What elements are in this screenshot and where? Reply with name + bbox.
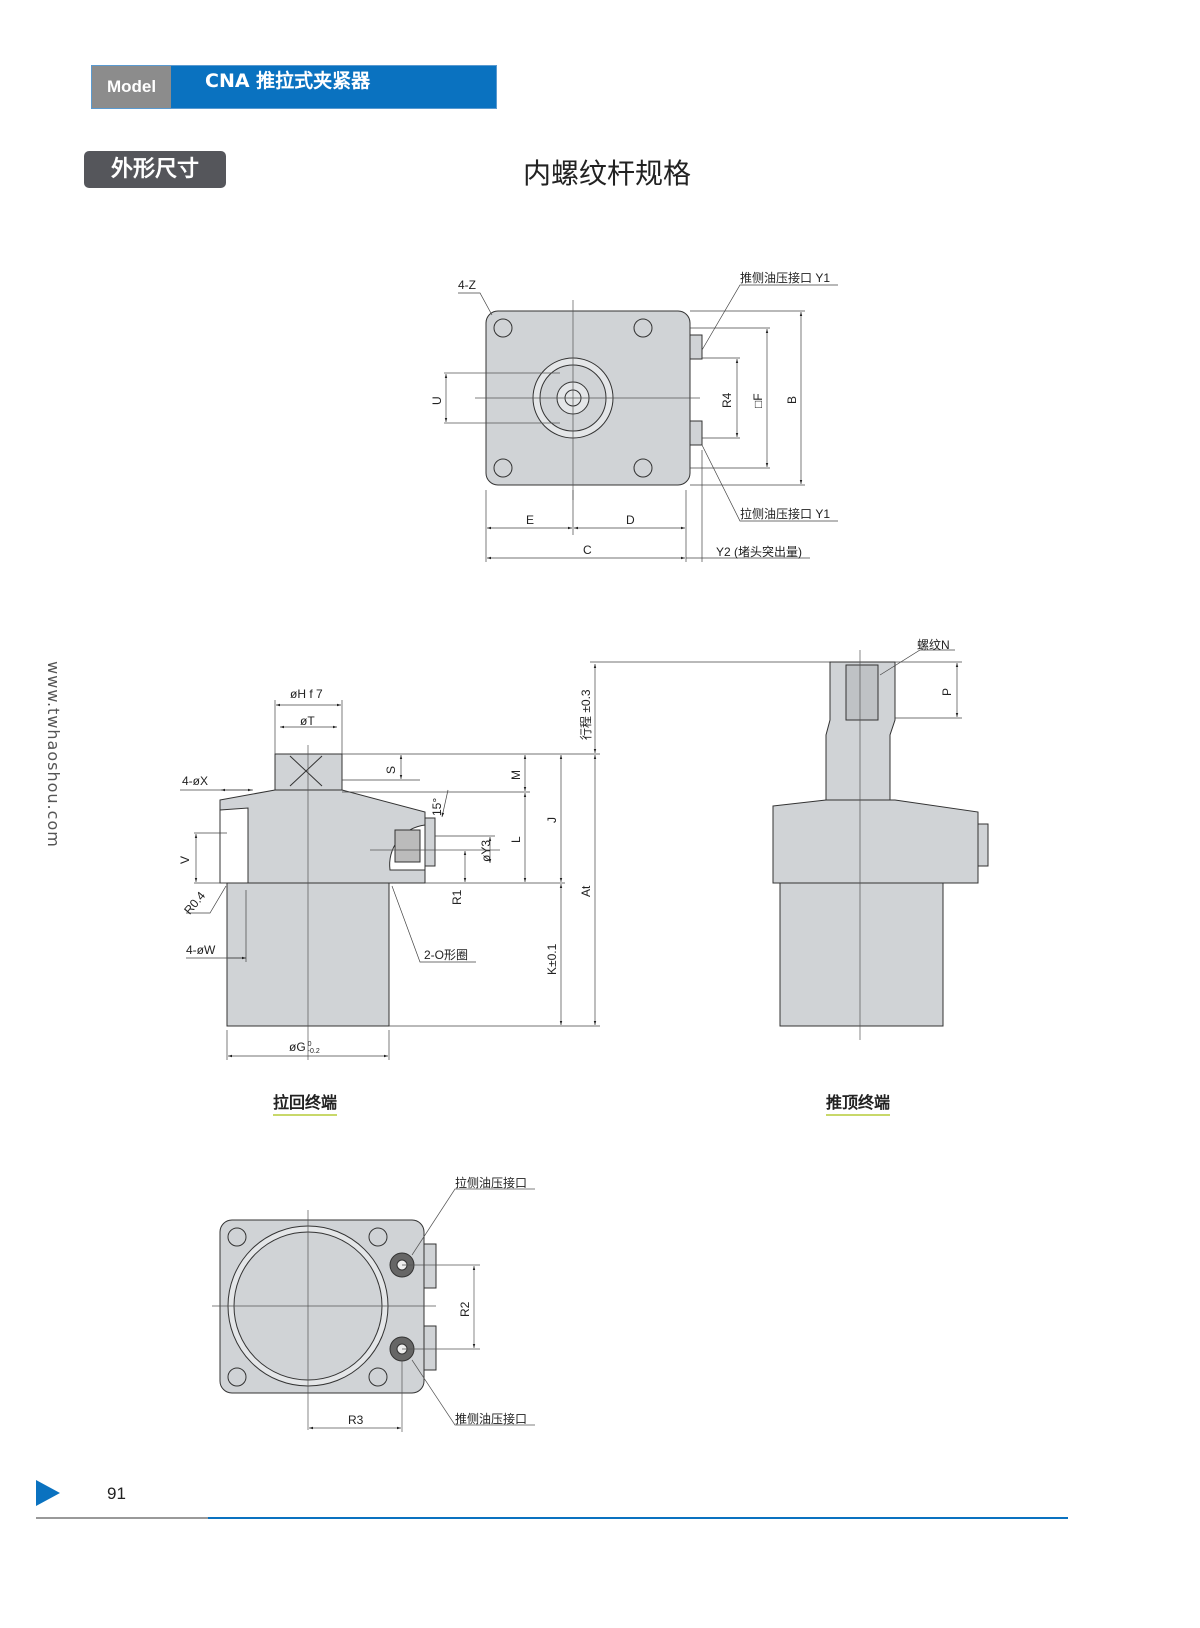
g-tol-lower: -0.2	[307, 1047, 320, 1055]
label-e: E	[526, 513, 535, 527]
label-r3: R3	[348, 1413, 364, 1427]
label-s: S	[384, 765, 398, 774]
page-marker-triangle	[36, 1480, 60, 1506]
page-title: 内螺纹杆规格	[522, 157, 691, 190]
label-bottom-pull-port: 拉侧油压接口	[455, 1176, 528, 1190]
label-bottom-push-port: 推侧油压接口	[455, 1412, 528, 1426]
model-header-bar: Model CNA 推拉式夹紧器	[91, 65, 497, 109]
label-c: C	[583, 543, 592, 557]
caption-retract: 拉回终端	[273, 1089, 338, 1116]
label-y3: øY3	[479, 839, 493, 862]
label-h: øH f 7	[290, 687, 323, 701]
side-view-retract	[180, 661, 830, 1060]
product-title: CNA 推拉式夹紧器	[205, 70, 371, 92]
label-b: B	[785, 395, 799, 404]
caption-extend: 推顶终端	[826, 1089, 891, 1116]
label-thread: 螺纹N	[917, 638, 950, 652]
label-w: 4-øW	[186, 943, 216, 957]
label-stroke: 行程 ±0.3	[579, 689, 593, 740]
label-angle: 15°	[430, 797, 444, 816]
label-g-text: øG	[289, 1040, 306, 1054]
label-v: V	[178, 855, 192, 864]
g-tol-upper: 0	[307, 1040, 312, 1048]
label-g-tolerance: 0-0.2	[308, 1041, 320, 1055]
label-z: 4-Z	[458, 278, 476, 292]
side-view-extend	[772, 649, 989, 1040]
label-r4: R4	[720, 392, 734, 408]
label-p: P	[940, 687, 954, 696]
label-k: K±0.1	[545, 943, 559, 975]
label-push-port: 推侧油压接口 Y1	[740, 271, 831, 285]
label-t: øT	[300, 714, 315, 728]
label-l: L	[509, 836, 523, 843]
section-tag: 外形尺寸	[84, 151, 226, 188]
label-f: □F	[751, 393, 765, 408]
label-x: 4-øX	[182, 774, 209, 788]
label-u: U	[430, 396, 444, 405]
label-j: J	[545, 817, 559, 823]
label-d: D	[626, 513, 635, 527]
label-r2: R2	[458, 1301, 472, 1317]
label-r1: R1	[450, 889, 464, 905]
label-pull-port: 拉侧油压接口 Y1	[740, 507, 831, 521]
top-view	[444, 284, 838, 562]
bottom-view	[212, 1188, 535, 1432]
label-m: M	[509, 770, 523, 780]
label-oring: 2-O形圈	[424, 948, 469, 962]
label-y2: Y2 (堵头突出量)	[716, 545, 803, 559]
page-number: 91	[107, 1484, 126, 1503]
model-label: Model	[92, 66, 171, 108]
label-at: At	[579, 885, 593, 897]
